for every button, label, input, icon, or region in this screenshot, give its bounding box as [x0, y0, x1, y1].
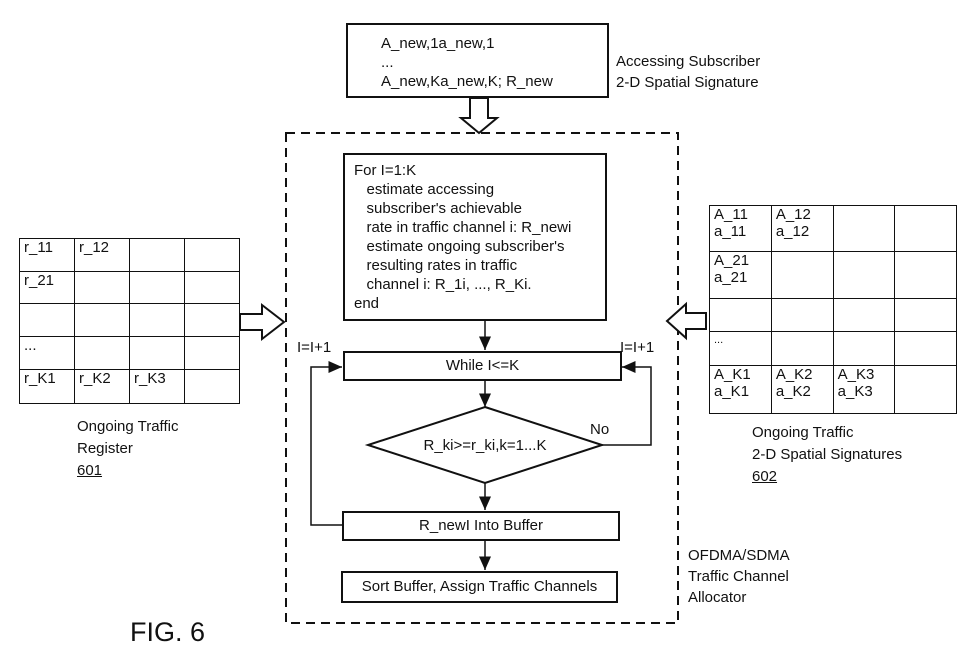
new-signature-box: A_new,1a_new,1 ... A_new,Ka_new,K; R_new [346, 23, 609, 98]
signature-cell [895, 299, 957, 332]
signature-cell [710, 299, 772, 332]
register-cell: r_11 [20, 239, 75, 272]
signature-cell: A_11 a_11 [710, 206, 772, 252]
signature-cell: A_K1 a_K1 [710, 366, 772, 414]
signature-label-1: Ongoing Traffic [752, 422, 853, 443]
loop-line-1: For I=1:K [354, 161, 605, 180]
no-label: No [590, 419, 609, 440]
loop-line-8: end [354, 294, 605, 313]
sort-box: Sort Buffer, Assign Traffic Channels [341, 571, 618, 603]
register-cell [130, 239, 185, 272]
while-box: While I<=K [343, 351, 622, 381]
register-cell: r_K2 [75, 370, 130, 404]
input-arrow-left [667, 304, 706, 338]
register-cell [130, 272, 185, 304]
signature-cell: A_K3 a_K3 [833, 366, 895, 414]
register-cell [185, 370, 240, 404]
loop-line-4: rate in traffic channel i: R_newi [354, 218, 605, 237]
register-cell: r_21 [20, 272, 75, 304]
loop-line-6: resulting rates in traffic [354, 256, 605, 275]
allocator-label-3: Allocator [688, 587, 746, 608]
loop-line-2: estimate accessing [354, 180, 605, 199]
signature-cell [833, 299, 895, 332]
signature-cell: A_K2 a_K2 [771, 366, 833, 414]
register-cell [75, 337, 130, 370]
spatial-signatures-table: A_11 a_11 A_12 a_12 A_21 a_21 ... A_K1 a… [709, 205, 957, 414]
allocator-label-2: Traffic Channel [688, 566, 789, 587]
new-signature-line-3: A_new,Ka_new,K; R_new [381, 72, 607, 91]
register-label-1: Ongoing Traffic [77, 416, 178, 437]
buffer-text: R_newI Into Buffer [419, 517, 543, 534]
signature-cell: A_12 a_12 [771, 206, 833, 252]
signature-label-2: 2-D Spatial Signatures [752, 444, 902, 465]
register-cell [75, 304, 130, 337]
signature-cell [895, 332, 957, 366]
register-cell [75, 272, 130, 304]
loop-line-7: channel i: R_1i, ..., R_Ki. [354, 275, 605, 294]
rate-estimation-box: For I=1:K estimate accessing subscriber'… [343, 153, 607, 321]
register-cell [185, 304, 240, 337]
signature-cell [895, 366, 957, 414]
input-arrow-right [240, 305, 284, 339]
register-cell: r_12 [75, 239, 130, 272]
register-cell [185, 337, 240, 370]
register-cell: r_K1 [20, 370, 75, 404]
register-label-2: Register [77, 438, 133, 459]
signature-cell [895, 252, 957, 299]
register-cell [185, 239, 240, 272]
loop-line-5: estimate ongoing subscriber's [354, 237, 605, 256]
signature-cell: ... [710, 332, 772, 366]
decision-text: R_ki>=r_ki,k=1...K [368, 436, 602, 455]
register-cell [130, 337, 185, 370]
register-cell [185, 272, 240, 304]
allocator-label-1: OFDMA/SDMA [688, 545, 790, 566]
loop-line-3: subscriber's achievable [354, 199, 605, 218]
while-text: While I<=K [446, 357, 519, 374]
increment-right-label: I=I+1 [620, 337, 654, 358]
buffer-box: R_newI Into Buffer [342, 511, 620, 541]
register-cell [130, 304, 185, 337]
figure-label: FIG. 6 [130, 616, 205, 648]
sort-text: Sort Buffer, Assign Traffic Channels [362, 578, 597, 595]
signature-ref-number: 602 [752, 466, 777, 487]
signature-cell [771, 252, 833, 299]
signature-cell [833, 252, 895, 299]
register-cell: ... [20, 337, 75, 370]
increment-left-label: I=I+1 [297, 337, 331, 358]
arrow-buffer-loop [311, 367, 342, 525]
signature-cell [833, 206, 895, 252]
register-cell [20, 304, 75, 337]
traffic-register-table: r_11 r_12 r_21 ... r_K1 r_K2 r_K3 [19, 238, 240, 404]
register-cell: r_K3 [130, 370, 185, 404]
signature-cell: A_21 a_21 [710, 252, 772, 299]
new-signature-label-1: Accessing Subscriber [616, 51, 760, 72]
signature-cell [771, 299, 833, 332]
new-signature-line-1: A_new,1a_new,1 [381, 34, 607, 53]
signature-cell [833, 332, 895, 366]
new-signature-line-2: ... [381, 53, 607, 72]
signature-cell [895, 206, 957, 252]
signature-cell [771, 332, 833, 366]
new-signature-label-2: 2-D Spatial Signature [616, 72, 759, 93]
input-arrow-down [461, 98, 497, 133]
register-ref-number: 601 [77, 460, 102, 481]
